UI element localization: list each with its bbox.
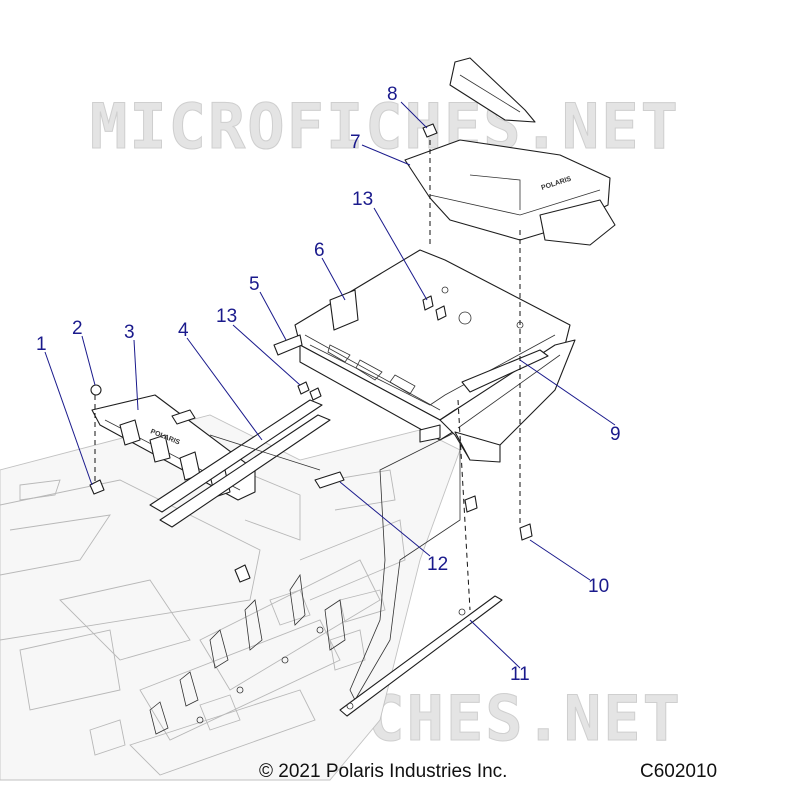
leader-lines bbox=[44, 101, 616, 669]
callout-9: 9 bbox=[610, 424, 621, 445]
skid-strap bbox=[339, 595, 503, 717]
storage-bin: POLARIS bbox=[404, 139, 616, 246]
callout-1: 1 bbox=[36, 334, 47, 355]
callout-4: 4 bbox=[178, 320, 189, 341]
callout-7: 7 bbox=[350, 132, 361, 153]
fasteners bbox=[89, 295, 533, 583]
copyright-text: © 2021 Polaris Industries Inc. bbox=[259, 761, 507, 782]
rear-flap bbox=[439, 339, 576, 463]
callout-5: 5 bbox=[249, 274, 260, 295]
callout-11: 11 bbox=[510, 664, 530, 685]
alignment-lines bbox=[94, 140, 521, 611]
callout-10: 10 bbox=[588, 576, 609, 597]
callout-2: 2 bbox=[72, 318, 83, 339]
bin-cover-top bbox=[449, 57, 536, 123]
chassis-tunnel-ghost bbox=[0, 414, 461, 781]
callout-13-right: 13 bbox=[352, 189, 373, 210]
tunnel-side-panel bbox=[149, 429, 461, 735]
watermark-top: MICROFICHES.NET bbox=[90, 90, 680, 163]
rail-strip bbox=[149, 399, 331, 528]
callout-6: 6 bbox=[314, 240, 325, 261]
figure-code: C602010 bbox=[640, 761, 717, 782]
decal-pads bbox=[171, 289, 441, 489]
callout-8: 8 bbox=[387, 84, 398, 105]
callout-13-left: 13 bbox=[216, 306, 237, 327]
callout-12: 12 bbox=[427, 554, 448, 575]
callout-3: 3 bbox=[124, 322, 135, 343]
callout-labels: 1 2 3 4 5 13 6 13 8 7 9 10 11 12 bbox=[36, 84, 621, 685]
